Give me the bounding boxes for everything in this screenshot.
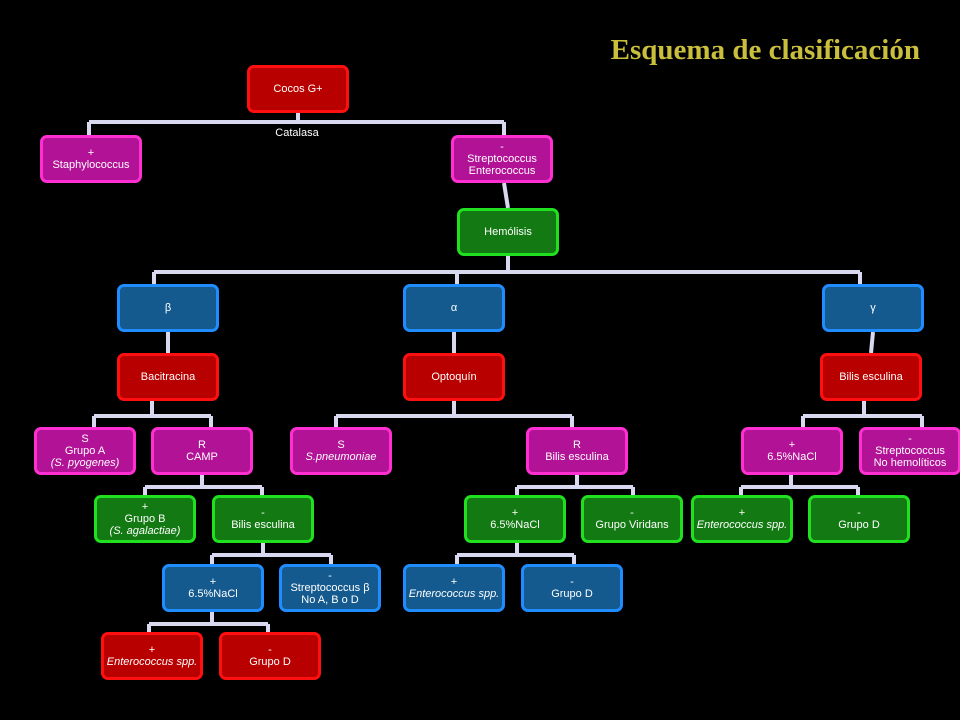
- node-staphylococcus[interactable]: +Staphylococcus: [40, 135, 142, 183]
- node-text-line: +: [738, 507, 746, 519]
- node-text-line: Grupo A: [64, 445, 106, 457]
- node-text-line: -: [268, 644, 272, 656]
- node-text-line: γ: [870, 302, 876, 314]
- node-bilis-esculina-gamma[interactable]: Bilis esculina: [820, 353, 922, 401]
- node-text-line: -: [570, 576, 574, 588]
- node-grupo-b[interactable]: +Grupo B(S. agalactiae): [94, 495, 196, 543]
- node-text-line: (S. pyogenes): [50, 457, 120, 469]
- node-text-line: +: [450, 576, 458, 588]
- catalasa-label: Catalasa: [275, 127, 319, 139]
- node-enterococcus-beta[interactable]: +Enterococcus spp.: [101, 632, 203, 680]
- node-gamma[interactable]: γ: [822, 284, 924, 332]
- node-text-line: +: [511, 507, 519, 519]
- node-text-line: No hemolíticos: [873, 457, 947, 469]
- node-text-line: +: [141, 501, 149, 513]
- node-text-line: Grupo Viridans: [595, 519, 669, 531]
- node-text-line: Cocos G+: [273, 83, 323, 95]
- node-text-line: S: [337, 439, 345, 451]
- node-text-line: Bilis esculina: [231, 519, 295, 531]
- node-text-line: -: [328, 570, 332, 582]
- node-text-line: Enterococcus spp.: [696, 519, 788, 531]
- node-text-line: +: [87, 147, 95, 159]
- node-bacitracina[interactable]: Bacitracina: [117, 353, 219, 401]
- node-text-line: S: [81, 433, 89, 445]
- node-text-line: +: [788, 439, 796, 451]
- node-cocos-g-plus[interactable]: Cocos G+: [247, 65, 349, 113]
- node-text-line: Grupo B: [124, 513, 166, 525]
- node-text-line: 6.5%NaCl: [767, 451, 817, 463]
- node-text-line: (S. agalactiae): [109, 525, 181, 537]
- node-text-line: Grupo D: [838, 519, 880, 531]
- node-text-line: Streptococcus: [467, 153, 537, 165]
- node-enterococcus-gamma[interactable]: +Enterococcus spp.: [691, 495, 793, 543]
- node-hemolisis[interactable]: Hemólisis: [457, 208, 559, 256]
- slide-title: Esquema de clasificación: [610, 34, 920, 66]
- node-enterococcus-alpha[interactable]: +Enterococcus spp.: [403, 564, 505, 612]
- node-text-line: 6.5%NaCl: [188, 588, 238, 600]
- node-text-line: Enterococcus spp.: [408, 588, 500, 600]
- node-text-line: Streptococcus β: [290, 582, 370, 594]
- node-nacl-gamma[interactable]: +6.5%NaCl: [741, 427, 843, 475]
- node-text-line: -: [857, 507, 861, 519]
- node-text-line: -: [908, 433, 912, 445]
- node-text-line: Bilis esculina: [545, 451, 609, 463]
- node-text-line: Enterococcus spp.: [106, 656, 198, 668]
- node-text-line: No A, B o D: [301, 594, 359, 606]
- connector-line: [869, 331, 875, 354]
- node-text-line: R: [198, 439, 206, 451]
- node-alpha[interactable]: α: [403, 284, 505, 332]
- node-nacl-alpha[interactable]: +6.5%NaCl: [464, 495, 566, 543]
- node-text-line: Grupo D: [551, 588, 593, 600]
- node-text-line: R: [573, 439, 581, 451]
- node-text-line: Hemólisis: [484, 226, 532, 238]
- node-text-line: 6.5%NaCl: [490, 519, 540, 531]
- connector-line: [502, 182, 510, 209]
- node-text-line: -: [261, 507, 265, 519]
- node-grupo-viridans[interactable]: -Grupo Viridans: [581, 495, 683, 543]
- node-grupo-d-beta[interactable]: -Grupo D: [219, 632, 321, 680]
- node-text-line: +: [209, 576, 217, 588]
- node-grupo-d-alpha[interactable]: -Grupo D: [521, 564, 623, 612]
- node-text-line: -: [630, 507, 634, 519]
- node-text-line: Staphylococcus: [52, 159, 130, 171]
- node-text-line: Enterococcus: [468, 165, 536, 177]
- node-text-line: +: [148, 644, 156, 656]
- node-text-line: S.pneumoniae: [305, 451, 377, 463]
- node-text-line: Bilis esculina: [839, 371, 903, 383]
- node-text-line: -: [500, 141, 504, 153]
- node-text-line: Bacitracina: [140, 371, 196, 383]
- node-nacl-beta[interactable]: +6.5%NaCl: [162, 564, 264, 612]
- node-text-line: Optoquín: [431, 371, 477, 383]
- node-optoquin[interactable]: Optoquín: [403, 353, 505, 401]
- node-text-line: α: [450, 302, 458, 314]
- node-grupo-d-gamma[interactable]: -Grupo D: [808, 495, 910, 543]
- node-text-line: Grupo D: [249, 656, 291, 668]
- node-beta[interactable]: β: [117, 284, 219, 332]
- node-text-line: β: [164, 302, 172, 314]
- node-text-line: Streptococcus: [875, 445, 945, 457]
- node-text-line: CAMP: [186, 451, 218, 463]
- node-bilis-esculina-beta[interactable]: -Bilis esculina: [212, 495, 314, 543]
